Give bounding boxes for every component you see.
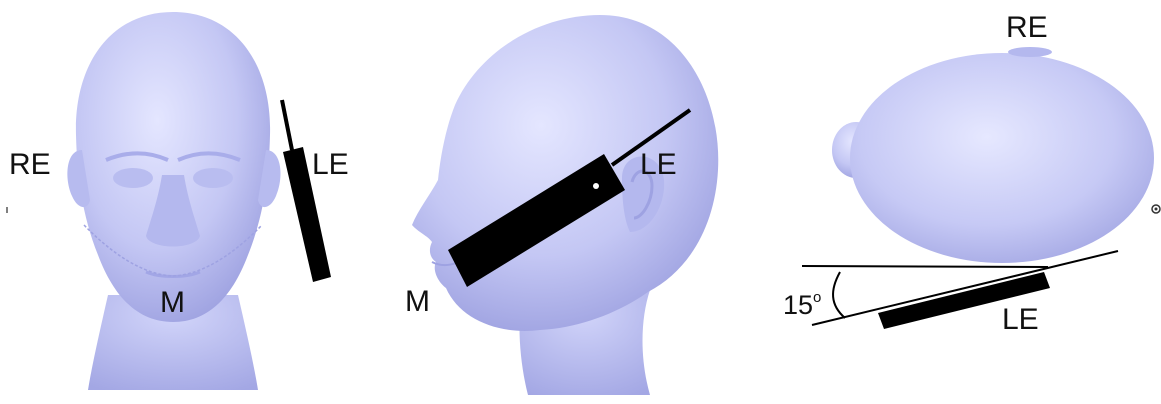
top-marker-center <box>1155 208 1158 211</box>
front-m-label: M <box>160 288 185 318</box>
top-angle-value: 15 <box>783 290 813 320</box>
front-re-label: RE <box>9 150 51 180</box>
front-left-eye <box>113 168 153 188</box>
top-angle-arc <box>833 272 845 318</box>
top-angle-unit: o <box>813 289 821 306</box>
top-view <box>802 47 1160 329</box>
front-le-label: LE <box>312 150 349 180</box>
top-horizontal-line <box>802 266 1048 267</box>
top-re-label: RE <box>1006 13 1048 43</box>
front-right-eye <box>193 168 233 188</box>
front-phone-antenna <box>282 100 292 150</box>
top-angle-label: 15o <box>783 290 821 319</box>
top-le-label: LE <box>1002 305 1039 335</box>
side-le-label: LE <box>640 150 677 180</box>
side-m-label: M <box>405 287 430 317</box>
side-phone-dot <box>593 183 599 189</box>
top-right-ear <box>1008 47 1052 57</box>
side-view <box>412 15 718 395</box>
front-view <box>67 12 331 390</box>
top-tilted-line <box>812 251 1118 325</box>
top-head <box>850 53 1154 263</box>
